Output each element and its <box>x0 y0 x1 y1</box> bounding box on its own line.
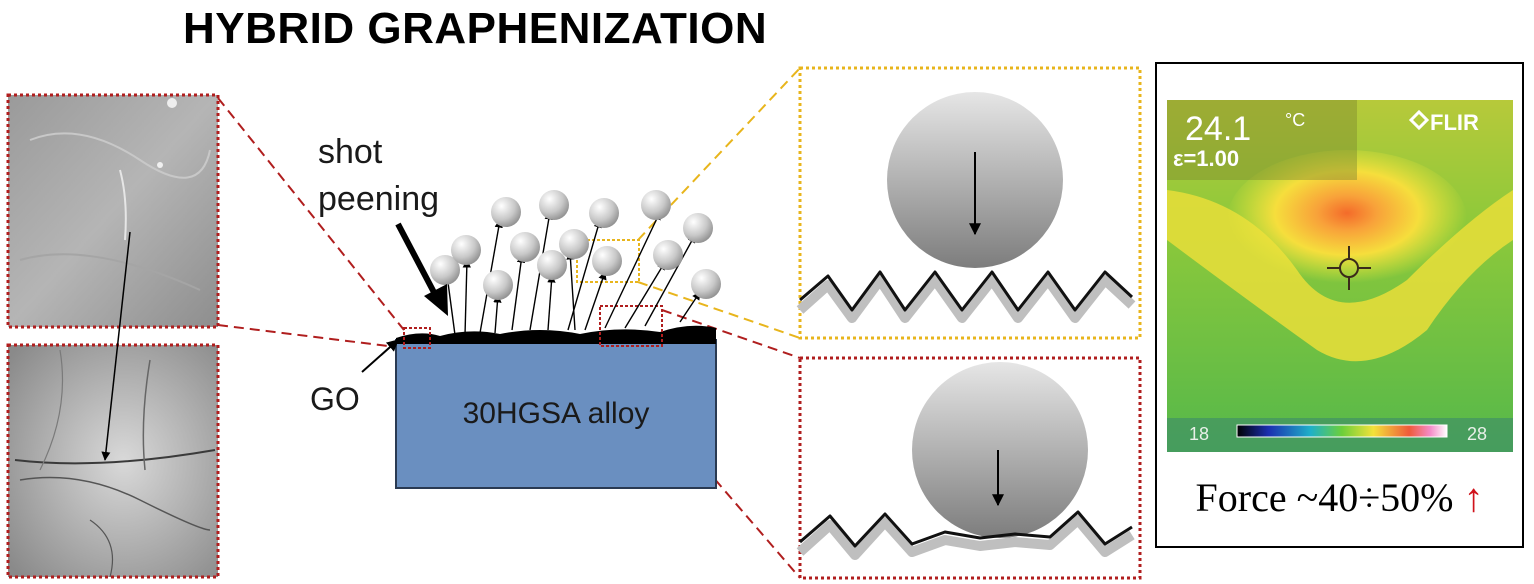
sem-arrow <box>101 231 131 461</box>
shot-peening-arrowhead <box>424 284 448 316</box>
zoom-panel-approach <box>796 66 1142 340</box>
go-arrow <box>361 339 399 373</box>
crosshair-icon <box>1327 246 1371 290</box>
thermal-scale-bar <box>1236 424 1448 438</box>
temperature-unit: °C <box>1285 110 1305 130</box>
alloy-label: 30HGSA alloy <box>463 397 650 430</box>
zoom-box-go <box>403 327 431 349</box>
force-caption: Force ~40÷50% ↑ <box>1157 474 1522 521</box>
zoom-box-approach <box>576 239 640 283</box>
flir-logo-icon <box>1408 109 1430 131</box>
zoom-panel-impact <box>796 356 1142 580</box>
flir-brand: FLIR <box>1430 110 1479 135</box>
diagram-title: HYBRID GRAPHENIZATION <box>183 4 768 53</box>
sem-image-top <box>6 93 220 329</box>
thermal-image: 24.1 °C ε=1.00 FLIR 18 28 <box>1167 100 1513 452</box>
connector-lines <box>217 67 801 579</box>
scale-min-label: 18 <box>1189 424 1209 444</box>
sem-image-bottom <box>6 343 220 579</box>
scale-max-label: 28 <box>1467 424 1487 444</box>
zoom-box-impact <box>599 305 663 347</box>
emissivity-readout: ε=1.00 <box>1173 146 1239 171</box>
shot-peening-arrow <box>395 222 441 302</box>
temperature-readout: 24.1 <box>1185 110 1251 148</box>
thermal-panel: 24.1 °C ε=1.00 FLIR 18 28 Force ~40÷50% … <box>1155 62 1524 548</box>
shot-peening-label-line1: shot <box>318 133 383 171</box>
alloy-block: 30HGSA alloy <box>395 339 717 489</box>
shot-trajectories <box>443 211 701 336</box>
shot-balls <box>430 190 721 300</box>
shot-peening-label-line2: peening <box>318 180 439 218</box>
go-layer <box>396 325 716 344</box>
force-increase-arrow: ↑ <box>1463 475 1484 520</box>
go-label: GO <box>310 381 360 417</box>
force-caption-text: Force ~40÷50% <box>1195 475 1454 520</box>
